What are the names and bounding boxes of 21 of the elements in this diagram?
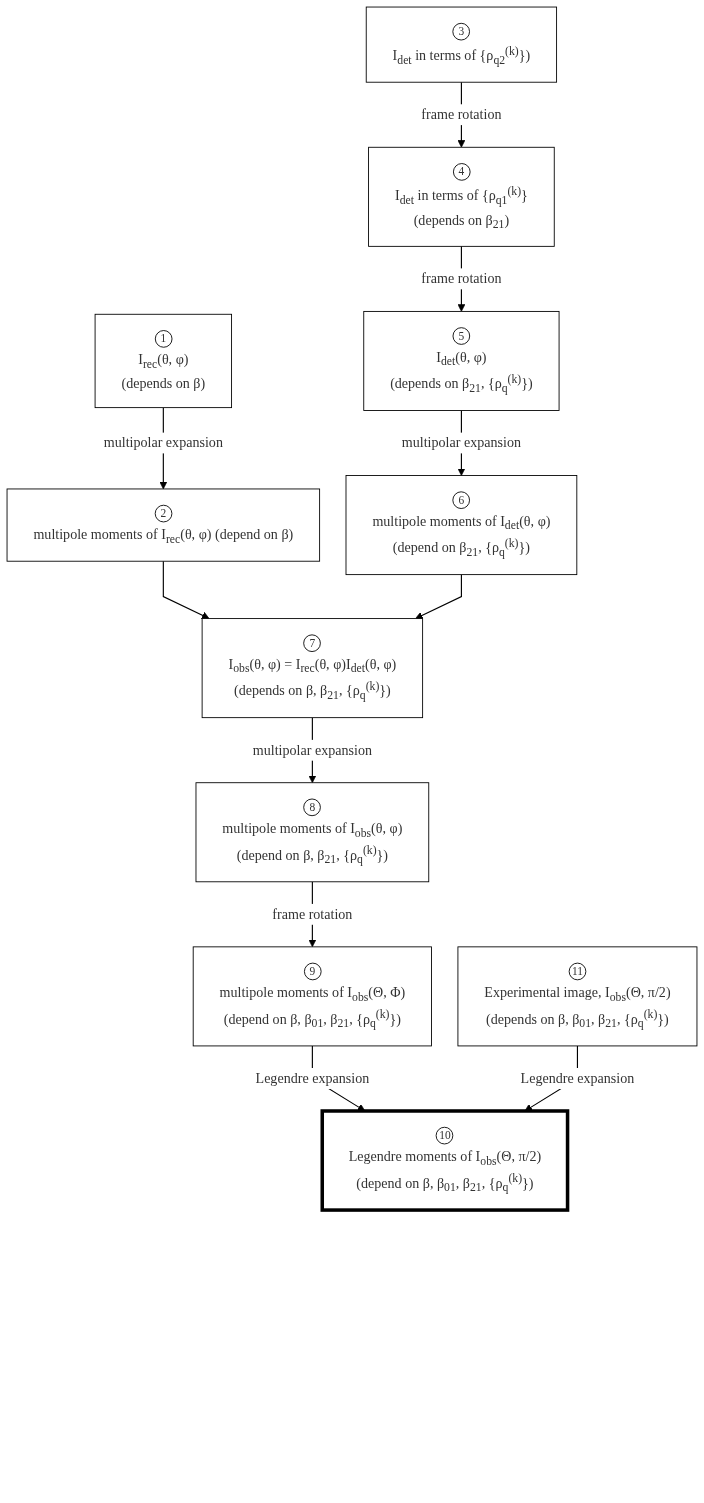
- node-box: 11 Experimental image, I$_{obs}$(Θ, π/2) (depends on β, β$_{01}$, β$_{21}$, {ρ$_{q}$$^{(k)}$}): [457, 946, 698, 1047]
- edge-label: frame rotation: [421, 270, 502, 286]
- node-box: 4 I$_{det}$ in terms of {ρ$_{q1}$$^{(k)}$} (depends on β$_{21}$): [368, 146, 555, 247]
- node-box: 1 I$_{rec}$(θ, φ) (depends on β): [94, 313, 232, 409]
- node-box: 8 multipole moments of I$_{obs}$(θ, φ) (depend on β, β$_{21}$, {ρ$_{q}$$^{(k)}$}): [195, 782, 430, 883]
- node-box: 10 Legendre moments of I$_{obs}$(Θ, π/2) (depend on β, β$_{01}$, β$_{21}$, {ρ$_{q}$$^{(k)}$}): [320, 1109, 570, 1212]
- node-box: 7 I$_{obs}$(θ, φ) = I$_{rec}$(θ, φ)I$_{det}$(θ, φ) (depends on β, β$_{21}$, {ρ$_{q}$$^{(k)}$}): [201, 618, 424, 719]
- edge-label: frame rotation: [421, 106, 502, 122]
- arrow: [162, 560, 210, 620]
- edge-label: multipolar expansion: [103, 435, 223, 451]
- edge-label: frame rotation: [272, 906, 353, 922]
- arrow: [415, 574, 462, 620]
- edge-label: Legendre expansion: [255, 1070, 370, 1086]
- node-box: 2 multipole moments of I$_{rec}$(θ, φ) (depend on β): [6, 488, 321, 562]
- edge-label: multipolar expansion: [252, 742, 372, 758]
- node-box: 3 I$_{det}$ in terms of {ρ$_{q2}$$^{(k)}$}): [365, 6, 558, 83]
- node-box: 6 multipole moments of I$_{det}$(θ, φ) (depend on β$_{21}$, {ρ$_{q}$$^{(k)}$}): [345, 475, 578, 576]
- edge-label: Legendre expansion: [520, 1070, 635, 1086]
- node-box: 5 I$_{det}$(θ, φ) (depends on β$_{21}$, {ρ$_{q}$$^{(k)}$}): [363, 310, 560, 411]
- edge-label: multipolar expansion: [401, 435, 521, 451]
- node-box: 9 multipole moments of I$_{obs}$(Θ, Φ) (depend on β, β$_{01}$, β$_{21}$, {ρ$_{q}$$^{(k)}$}): [192, 946, 432, 1047]
